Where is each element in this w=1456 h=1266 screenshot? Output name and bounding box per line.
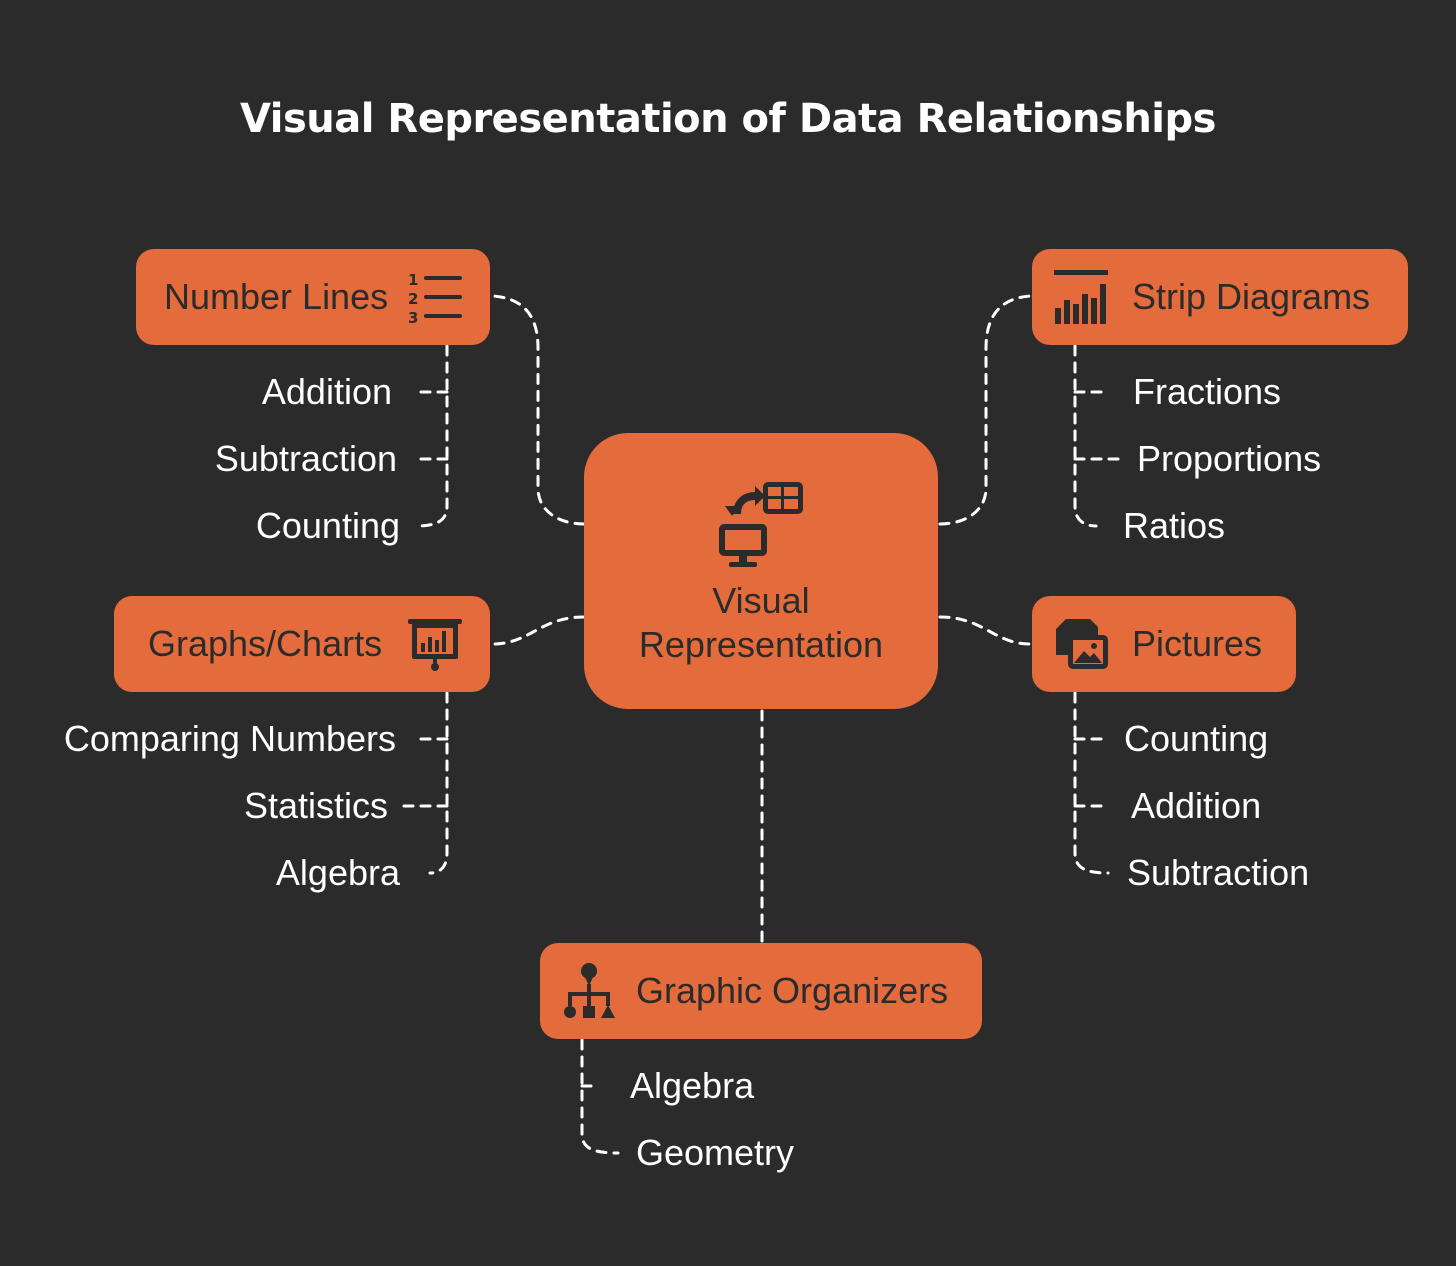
node-graphic-organizers: Graphic Organizers [540, 943, 982, 1039]
leaf-graphic-organizers-2: Geometry [636, 1132, 795, 1173]
node-graphic-organizers-label: Graphic Organizers [636, 970, 949, 1011]
leaf-graphs-charts-3: Algebra [275, 852, 400, 893]
node-number-lines: Number Lines 1 2 3 [136, 249, 490, 345]
leaf-pictures-3: Subtraction [1127, 852, 1310, 893]
leaf-pictures-1: Counting [1124, 718, 1269, 759]
leaf-pictures-2: Addition [1131, 785, 1262, 826]
spine-graphic-organizers [580, 1038, 620, 1155]
node-pictures: Pictures [1032, 596, 1296, 692]
center-node: Visual Representation [584, 433, 938, 709]
diagram-title: Visual Representation of Data Relationsh… [240, 96, 1216, 142]
data-transfer-monitor-icon [715, 476, 807, 573]
leaf-graphic-organizers-1: Algebra [630, 1065, 755, 1106]
leaf-graphs-charts-2: Statistics [243, 785, 388, 826]
node-graphs-charts: Graphs/Charts [114, 596, 490, 692]
spine-pictures [1073, 691, 1110, 875]
connector-pictures [938, 615, 1032, 646]
presentation-chart-icon [406, 615, 464, 673]
leaf-number-lines-1: Addition [261, 371, 392, 412]
node-number-lines-label: Number Lines [164, 276, 389, 317]
leaf-strip-diagrams-3: Ratios [1123, 505, 1226, 546]
connector-number-lines [491, 294, 586, 526]
leaf-graphs-charts-1: Comparing Numbers [63, 718, 396, 759]
spine-number-lines [414, 344, 449, 528]
bar-chart-icon [1052, 268, 1110, 326]
svg-text:2: 2 [408, 290, 418, 308]
leaf-strip-diagrams-1: Fractions [1133, 371, 1282, 412]
leaf-number-lines-2: Subtraction [214, 438, 397, 479]
leaf-strip-diagrams-2: Proportions [1137, 438, 1322, 479]
node-pictures-label: Pictures [1132, 623, 1263, 664]
spine-strip-diagrams [1073, 344, 1098, 528]
node-strip-diagrams-label: Strip Diagrams [1132, 276, 1371, 317]
leaf-number-lines-3: Counting [255, 505, 400, 546]
connector-graphs-charts [491, 615, 586, 646]
center-label: Visual Representation [638, 579, 884, 665]
svg-text:1: 1 [408, 271, 418, 289]
connector-strip-diagrams [938, 294, 1032, 526]
node-strip-diagrams: Strip Diagrams [1032, 249, 1408, 345]
node-graphs-charts-label: Graphs/Charts [148, 623, 383, 664]
hierarchy-shapes-icon [560, 962, 618, 1020]
images-icon [1052, 615, 1110, 673]
spine-graphs-charts [428, 691, 449, 875]
svg-text:3: 3 [408, 309, 418, 326]
numbered-list-icon: 1 2 3 [406, 268, 464, 326]
